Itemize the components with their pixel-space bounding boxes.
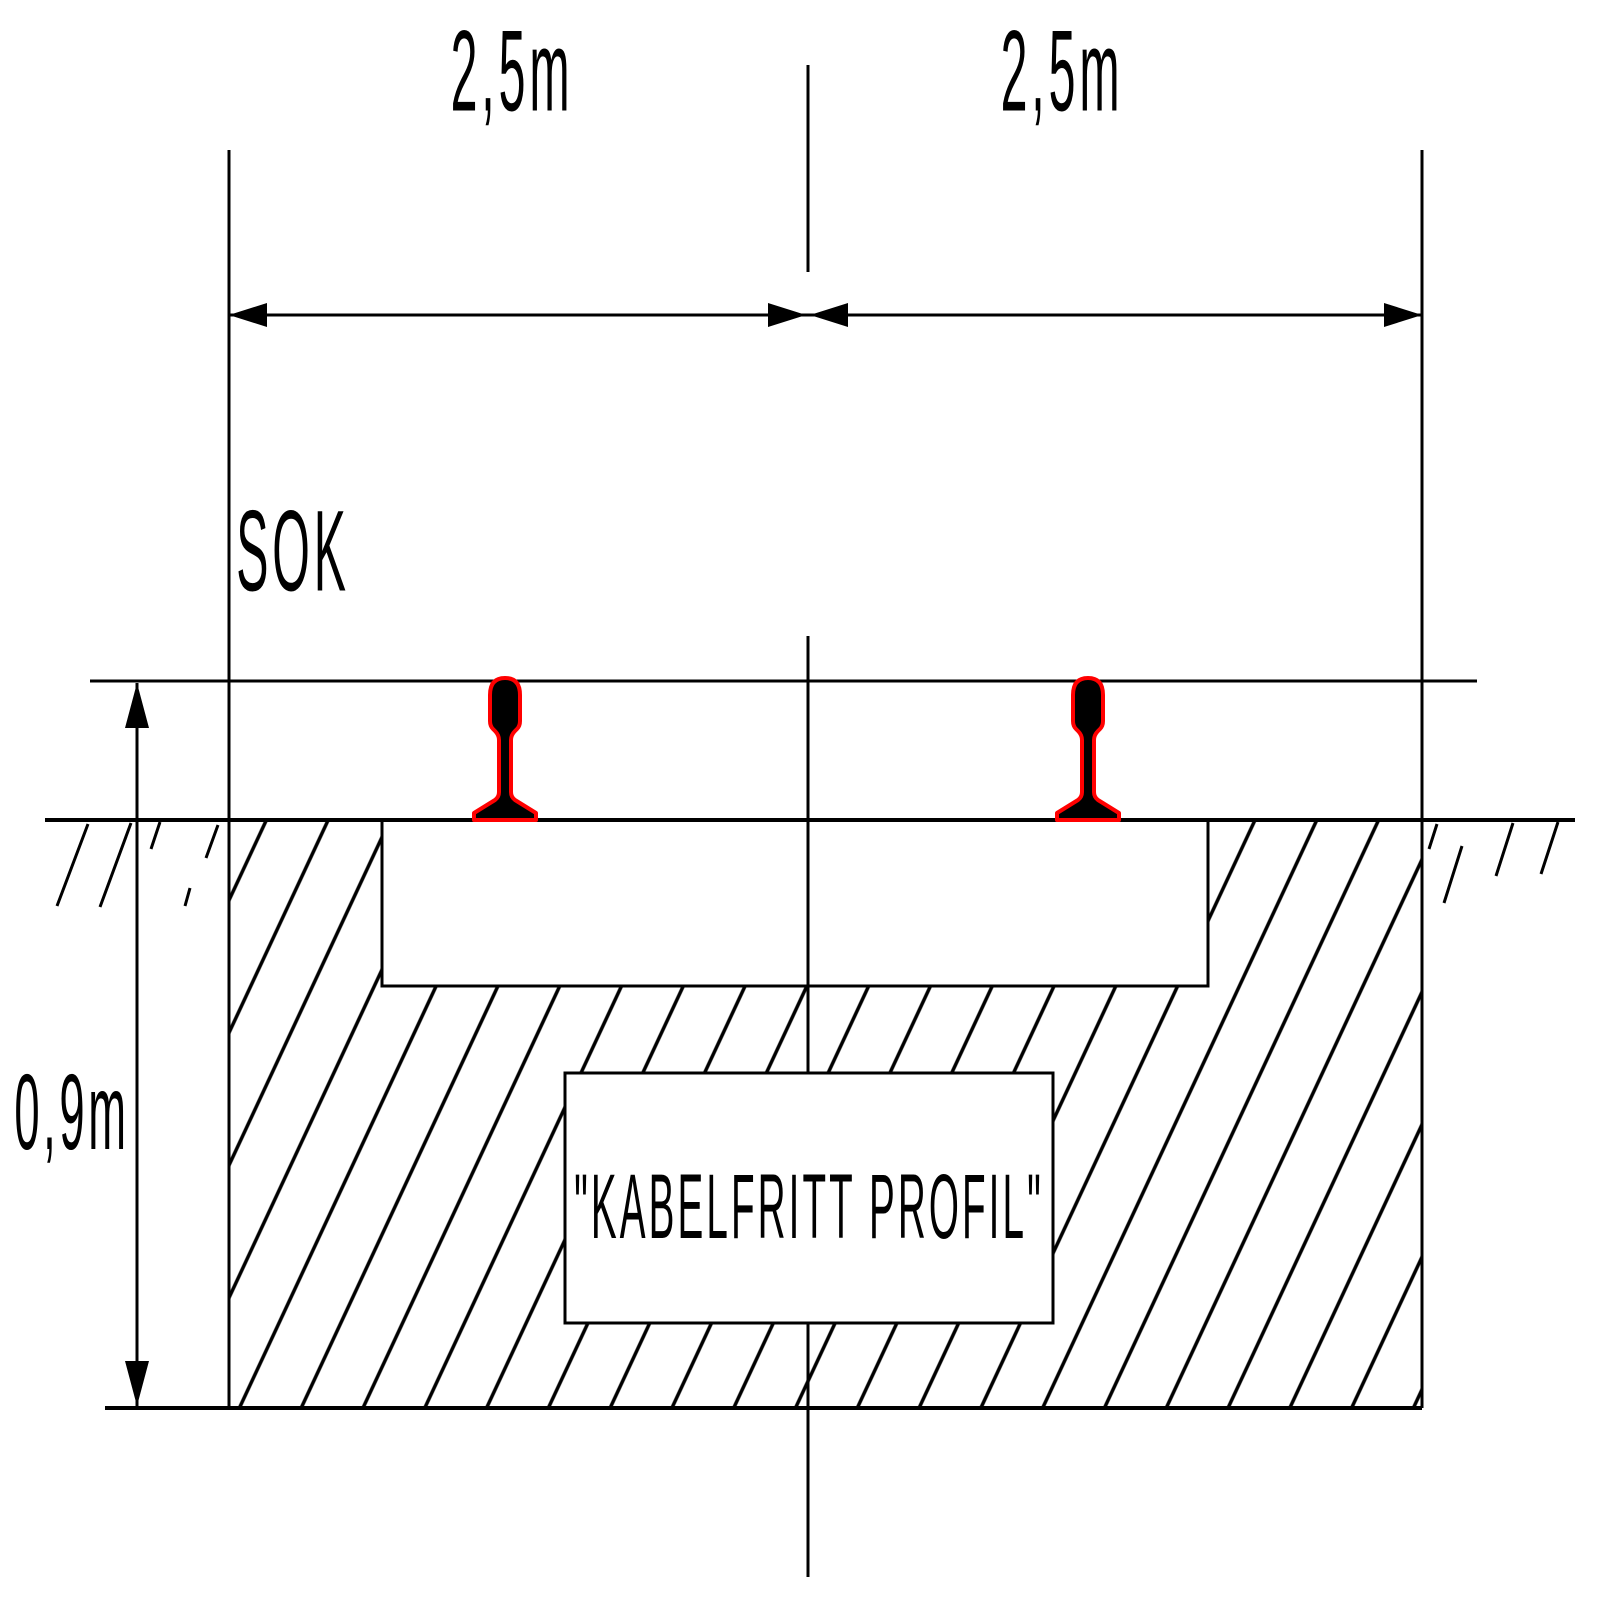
dimension-arrow-center	[768, 303, 848, 327]
dim-label-left: 2,5m	[450, 7, 574, 136]
depth-arrow-up	[125, 683, 149, 728]
dimension-arrow-left	[229, 303, 267, 327]
sok-label: SOK	[236, 487, 350, 616]
rail-right	[1055, 676, 1121, 822]
dim-label-right: 2,5m	[1000, 7, 1124, 136]
outside-hatch-right	[1427, 821, 1560, 904]
depth-arrow-down	[125, 1361, 149, 1406]
outside-hatch-left	[55, 821, 220, 908]
dimension-arrow-right	[1384, 303, 1422, 327]
cable-free-profile-box	[563, 1071, 1055, 1325]
rail-left	[472, 676, 538, 822]
cable-trench	[380, 818, 1210, 988]
depth-label: 0,9m	[14, 1051, 130, 1172]
cable-free-profile-label: "KABELFRITT PROFIL"	[574, 1156, 1044, 1258]
